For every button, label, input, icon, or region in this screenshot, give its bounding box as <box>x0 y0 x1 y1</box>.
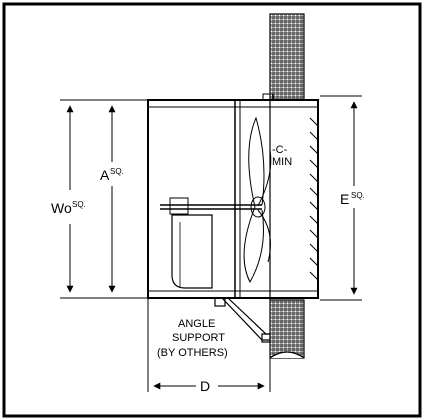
dimension-e <box>320 95 362 301</box>
fan-housing <box>147 93 319 299</box>
wall <box>269 13 305 359</box>
dimension-d <box>147 298 271 392</box>
fan-blades <box>243 116 272 284</box>
by-others-label: (BY OTHERS) <box>157 347 228 359</box>
c-label: -C- <box>272 144 288 156</box>
e-sq-label: SQ. <box>351 191 365 200</box>
support-label: SUPPORT <box>172 332 225 344</box>
min-label: MIN <box>272 156 292 168</box>
wo-sq-label: SQ. <box>72 200 86 209</box>
e-label: E <box>340 191 349 207</box>
dimension-wo <box>60 99 148 299</box>
wo-label: Wo <box>51 200 72 216</box>
angle-label: ANGLE <box>178 318 215 330</box>
d-label: D <box>200 378 210 394</box>
angle-support <box>214 297 271 343</box>
a-label: A <box>100 167 110 183</box>
shutter-louvers <box>309 117 319 281</box>
a-sq-label: SQ. <box>110 167 124 176</box>
